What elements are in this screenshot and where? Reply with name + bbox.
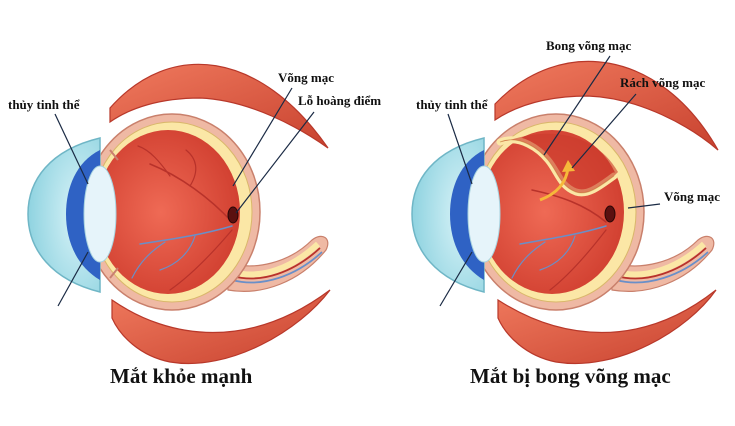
macular-hole: [227, 206, 239, 224]
lens: [83, 165, 117, 263]
retinal-vessels: [131, 145, 233, 291]
caption-detached-eye: Mắt bị bong võng mạc: [470, 364, 671, 388]
upper-eye-muscle-2: [494, 60, 719, 151]
lens-2: [467, 165, 501, 263]
caption-healthy-eye: Mắt khỏe mạnh: [110, 364, 253, 388]
optic-nerve: [224, 235, 329, 292]
detached-eye: [411, 60, 719, 364]
label-retina-healthy: Võng mạc: [278, 70, 334, 85]
lower-eye-muscle: [111, 289, 331, 364]
upper-eye-muscle: [109, 63, 329, 149]
label-lens-detached: thủy tinh thể: [416, 97, 489, 112]
label-retina-detached: Võng mạc: [664, 189, 720, 204]
healthy-eye-labels: thủy tinh thể Võng mạc Lỗ hoàng điểm Mắt…: [8, 70, 381, 388]
label-detachment: Bong võng mạc: [546, 38, 631, 53]
tear-arrow: [539, 160, 575, 202]
optic-nerve-2: [609, 235, 715, 292]
vitreous-body: [96, 130, 240, 294]
detached-eye-labels: thủy tinh thể Bong võng mạc Rách võng mạ…: [416, 38, 720, 388]
retinal-vessels-2: [511, 189, 607, 291]
macula-2: [604, 205, 616, 223]
label-lens-healthy: thủy tinh thể: [8, 97, 81, 112]
label-tear: Rách võng mạc: [620, 75, 705, 90]
lower-eye-muscle-2: [497, 289, 717, 364]
healthy-eye: [27, 63, 331, 364]
label-macular-hole: Lỗ hoàng điểm: [298, 93, 381, 108]
